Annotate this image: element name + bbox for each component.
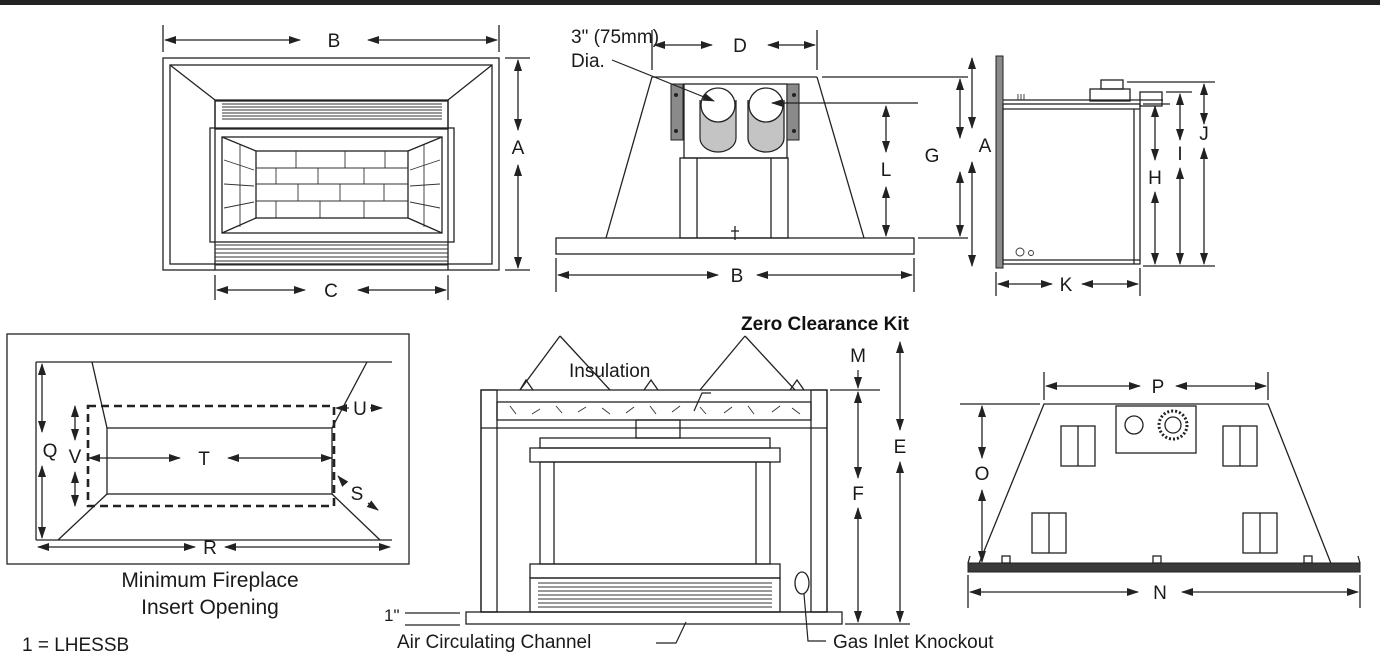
control-panel [1115, 405, 1197, 454]
kit-title: Zero Clearance Kit [741, 314, 910, 335]
air-channel-label: Air Circulating Channel [397, 632, 591, 653]
min-opening-outline [86, 404, 336, 508]
dim-v-label: V [69, 447, 82, 468]
top-louvre [222, 103, 442, 120]
opening-view: Q V T U S R Minimum Fireplace Insert Ope… [6, 333, 410, 619]
side-view: A H I J K [968, 55, 1215, 296]
pipe-note-line1: 3" (75mm) [571, 27, 659, 48]
dim-f-label: F [852, 484, 864, 505]
dim-s-label: S [351, 484, 364, 505]
dim-u-label: U [353, 399, 367, 420]
bottom-louvre [215, 244, 448, 266]
dim-n-label: N [1153, 583, 1167, 604]
dim-c-label: C [324, 281, 338, 302]
left-bracket [670, 83, 684, 141]
opening-caption-line1: Minimum Fireplace [121, 569, 298, 592]
dim-t-label: T [198, 449, 210, 470]
top-view: 3" (75mm) Dia. D B L G [555, 27, 968, 292]
footnote: 1 = LHESSB [22, 635, 129, 656]
control-knob-plain [1124, 415, 1144, 435]
dim-q-label: Q [43, 441, 58, 462]
dim-e-label: E [894, 437, 907, 458]
firebox-bricks [223, 145, 441, 227]
gas-inlet-knockout [794, 571, 810, 595]
top-plan-view: P O N [960, 372, 1361, 608]
gas-inlet-label: Gas Inlet Knockout [833, 632, 994, 653]
one-inch-label: 1" [384, 606, 400, 625]
dim-m-label: M [850, 346, 866, 367]
right-bracket [786, 83, 800, 141]
control-knob-dial [1157, 409, 1189, 441]
header-bar [0, 0, 1380, 5]
insulation-hatch [509, 405, 801, 415]
dim-o-label: O [975, 464, 990, 485]
right-vent-opening [748, 87, 784, 123]
dim-a2-label: A [979, 136, 992, 157]
front-view: B A C [162, 25, 530, 302]
pipe-note-line2: Dia. [571, 51, 605, 72]
dim-h-label: H [1148, 168, 1162, 189]
plan-base-rail [967, 562, 1361, 573]
dim-b-label: B [328, 31, 341, 52]
dim-r-label: R [203, 538, 217, 559]
dim-a-label: A [512, 138, 525, 159]
dim-g-label: G [925, 146, 940, 167]
dim-b2-label: B [731, 266, 744, 287]
dim-k-label: K [1060, 275, 1073, 296]
dim-p-label: P [1152, 377, 1165, 398]
kit-louvre [538, 582, 772, 608]
zero-clearance-kit-view: Zero Clearance Kit [384, 314, 994, 653]
left-vent-opening [700, 87, 736, 123]
dim-l-label: L [881, 160, 892, 181]
dim-j-label: J [1199, 124, 1209, 145]
dim-d-label: D [733, 36, 747, 57]
opening-caption-line2: Insert Opening [141, 596, 279, 619]
insulation-label: Insulation [569, 361, 650, 382]
dim-i-label: I [1177, 144, 1182, 165]
